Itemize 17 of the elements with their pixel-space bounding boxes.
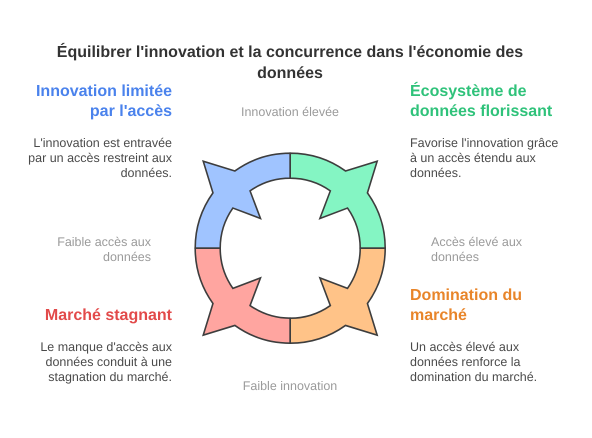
axis-label: Accès élevé aux données [431, 234, 524, 264]
axis-label: Innovation élevée [241, 104, 339, 120]
quadrant-heading: Marché stagnant [44, 306, 172, 326]
quadrant-description: Favorise l'innovation grâce à un accès étendu aux données. [410, 136, 560, 180]
ring-segment [288, 246, 386, 344]
diagram-title: Équilibrer l'innovation et la concurrence dans l'économie des données [56, 42, 524, 82]
axis-label: Faible innovation [242, 378, 338, 394]
axis-label: Faible accès aux données [56, 234, 151, 264]
quadrant-heading: Domination du marché [410, 286, 523, 326]
ring-segment [194, 246, 292, 344]
ring-segment [194, 152, 292, 250]
quadrant-description: L'innovation est entravée par un accès restreint aux données. [27, 136, 172, 180]
quadrant-description: Un accès élevé aux données renforce la domination du marché. [410, 340, 538, 384]
quadrant-heading: Écosystème de données florissant [410, 82, 554, 122]
quadrant-description: Le manque d'accès aux données conduit à une stagnation du marché. [39, 340, 172, 384]
quadrant-heading: Innovation limitée par l'accès [34, 82, 172, 122]
ring-segment [288, 152, 386, 250]
